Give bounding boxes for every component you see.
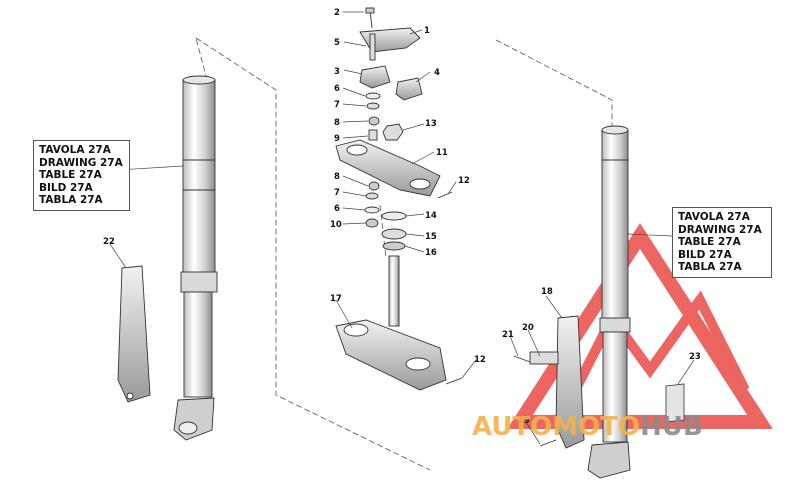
ref-right-fr: TABLE 27A bbox=[678, 236, 741, 249]
part-number-7-lower: 7 bbox=[334, 188, 340, 198]
part-number-13: 13 bbox=[425, 119, 437, 129]
part-number-22: 22 bbox=[103, 237, 115, 247]
part-number-19: 19 bbox=[518, 416, 530, 426]
ref-right-de: BILD 27A bbox=[678, 248, 732, 261]
drawing-reference-left: TAVOLA 27A DRAWING 27A TABLE 27A BILD 27… bbox=[33, 140, 130, 211]
left-fork-guard bbox=[117, 265, 151, 403]
ref-left-fr: TABLE 27A bbox=[39, 169, 102, 182]
ref-right-it: TAVOLA 27A bbox=[678, 211, 750, 223]
alignment-dashed-lines bbox=[195, 37, 613, 471]
ref-left-it: TAVOLA 27A bbox=[39, 144, 111, 156]
watermark-logo bbox=[507, 223, 773, 429]
part-number-8-lower: 8 bbox=[334, 172, 340, 182]
part-number-15: 15 bbox=[425, 232, 437, 242]
right-fork-leg bbox=[587, 125, 631, 479]
part-number-18: 18 bbox=[541, 287, 553, 297]
part-number-12-upper: 12 bbox=[458, 176, 470, 186]
part-number-4: 4 bbox=[434, 68, 440, 78]
part-number-10: 10 bbox=[330, 220, 342, 230]
part-number-23: 23 bbox=[689, 352, 701, 362]
part-number-6-lower: 6 bbox=[334, 204, 340, 214]
part-number-5: 5 bbox=[334, 38, 340, 48]
part-number-12-lower: 12 bbox=[474, 355, 486, 365]
ref-left-de: BILD 27A bbox=[39, 181, 93, 194]
drawing-reference-right: TAVOLA 27A DRAWING 27A TABLE 27A BILD 27… bbox=[672, 207, 772, 278]
part-number-2: 2 bbox=[334, 8, 340, 18]
ref-right-es: TABLA 27A bbox=[678, 261, 742, 274]
reflector-plate bbox=[665, 383, 685, 423]
watermark-part2: HUB bbox=[640, 412, 703, 442]
part-number-16: 16 bbox=[425, 248, 437, 258]
left-fork-leg bbox=[173, 75, 218, 441]
right-fork-guard bbox=[529, 315, 585, 449]
part-number-7-upper: 7 bbox=[334, 100, 340, 110]
steering-head-assembly bbox=[335, 7, 557, 447]
watermark-text: AUTOMOTOHUB bbox=[472, 412, 703, 442]
part-number-8-upper: 8 bbox=[334, 118, 340, 128]
ref-right-en: DRAWING 27A bbox=[678, 223, 762, 236]
leader-lines bbox=[109, 11, 695, 445]
ref-left-en: DRAWING 27A bbox=[39, 156, 123, 169]
part-number-3: 3 bbox=[334, 67, 340, 77]
ref-left-es: TABLA 27A bbox=[39, 194, 103, 207]
part-number-9: 9 bbox=[334, 134, 340, 144]
part-number-1: 1 bbox=[424, 26, 430, 36]
part-number-labels: 2 1 5 3 4 6 7 8 9 13 11 12 8 7 6 10 14 1… bbox=[103, 8, 701, 426]
part-number-20: 20 bbox=[522, 323, 534, 333]
watermark-part1: AUTOMOTO bbox=[472, 412, 641, 442]
part-number-17: 17 bbox=[330, 294, 342, 304]
part-number-21: 21 bbox=[502, 330, 514, 340]
part-number-6-upper: 6 bbox=[334, 84, 340, 94]
part-number-11: 11 bbox=[436, 148, 448, 158]
part-number-14: 14 bbox=[425, 211, 437, 221]
